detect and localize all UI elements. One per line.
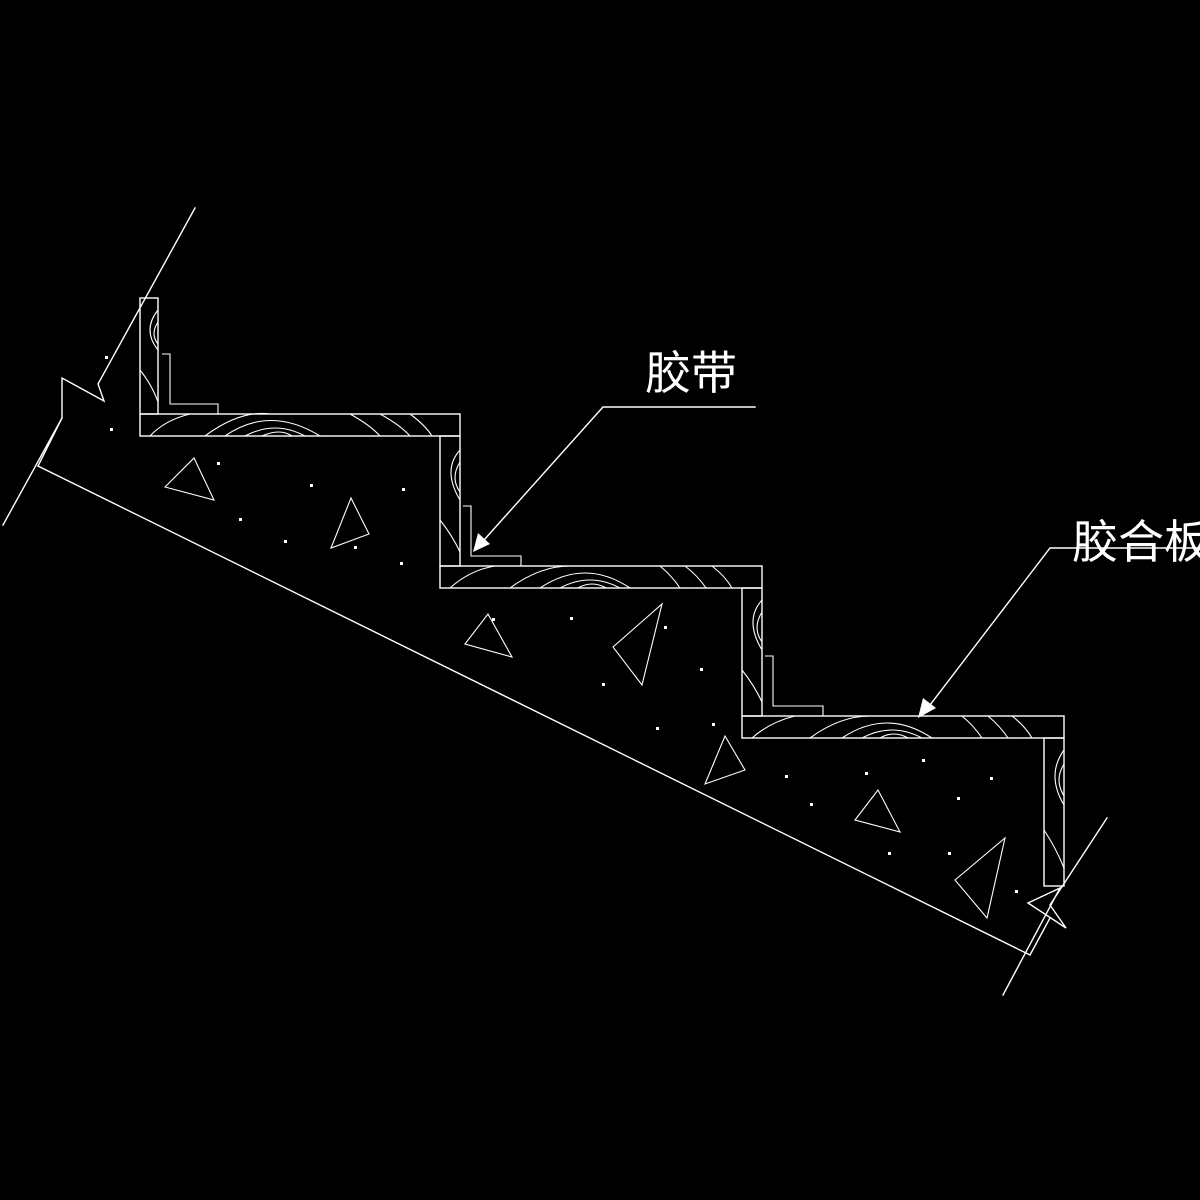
grain-arc — [450, 449, 461, 501]
grain-arc — [1043, 829, 1065, 869]
callout-plywood: 胶合板 — [918, 515, 1200, 718]
grain-arc — [861, 729, 923, 739]
aggregate-dot — [492, 618, 495, 621]
grain-arc — [153, 321, 159, 345]
grain-arc — [539, 572, 631, 589]
aggregate-dot — [957, 797, 960, 800]
left-break-line — [2, 207, 196, 526]
aggregate-dot — [922, 759, 925, 762]
aggregate-dot — [284, 540, 287, 543]
aggregate-mark — [464, 613, 514, 658]
tape-strips — [162, 353, 824, 716]
grain-arc — [841, 722, 933, 739]
tread-1 — [139, 413, 461, 437]
grain-arc — [139, 369, 159, 403]
aggregate-mark — [612, 602, 663, 687]
slab-soffit-line — [37, 465, 1031, 956]
aggregate-triangles — [163, 457, 1006, 920]
aggregate-mark — [954, 836, 1006, 920]
aggregate-dot — [948, 852, 951, 855]
label-plywood: 胶合板 — [1072, 515, 1200, 569]
arrowhead-tape — [473, 533, 490, 552]
grain-arc — [659, 565, 681, 589]
left-end-cut — [37, 417, 63, 467]
aggregate-dot — [110, 428, 113, 431]
grain-arc — [751, 715, 796, 739]
leader-line-tape — [483, 406, 756, 541]
grain-arc — [1011, 715, 1033, 739]
aggregate-dot — [712, 723, 715, 726]
aggregate-dots — [105, 356, 1018, 893]
aggregate-dot — [656, 727, 659, 730]
aggregate-dot — [664, 626, 667, 629]
grain-arc — [1058, 763, 1065, 797]
aggregate-dot — [217, 462, 220, 465]
aggregate-dot — [354, 546, 357, 549]
aggregate-dot — [570, 617, 573, 620]
grain-arc — [509, 565, 571, 589]
aggregate-dot — [888, 852, 891, 855]
leader-line-plywood — [929, 547, 1198, 706]
grain-arc — [741, 669, 763, 703]
grain-arc — [879, 733, 909, 739]
grain-arc — [204, 412, 271, 437]
aggregate-dot — [105, 356, 108, 359]
grain-arc — [149, 413, 191, 437]
aggregate-mark — [854, 788, 902, 833]
right-break-line — [1002, 817, 1108, 996]
concrete-slab — [2, 207, 1108, 996]
grain-arc — [559, 579, 621, 589]
grain-arc — [244, 427, 306, 437]
right-end-cut — [1029, 917, 1051, 956]
grain-arc — [349, 413, 381, 437]
tread-2 — [439, 565, 763, 589]
grain-arc — [987, 715, 1009, 739]
grain-arc — [454, 461, 461, 493]
grain-arc — [261, 431, 293, 437]
grain-arc — [224, 420, 321, 437]
tape-strip-1 — [162, 353, 219, 414]
grain-arc — [449, 565, 496, 589]
grain-arc — [439, 519, 461, 553]
wood-grain-hatch — [139, 309, 1065, 869]
aggregate-dot — [239, 518, 242, 521]
aggregate-mark — [330, 496, 370, 549]
arrowhead-plywood — [918, 698, 936, 718]
tape-strip-2 — [463, 505, 522, 566]
grain-arc — [379, 413, 411, 437]
aggregate-dot — [785, 775, 788, 778]
aggregate-dot — [990, 777, 993, 780]
tape-strip-3 — [765, 655, 824, 716]
grain-arc — [756, 611, 763, 643]
aggregate-dot — [700, 668, 703, 671]
end-riser — [1043, 737, 1065, 887]
grain-arc — [149, 309, 159, 351]
grain-arc — [752, 599, 763, 651]
tread-3 — [741, 715, 1065, 739]
grain-arc — [961, 715, 983, 739]
plywood-cladding — [139, 297, 1065, 887]
aggregate-dot — [1015, 890, 1018, 893]
callout-tape: 胶带 — [473, 346, 756, 552]
aggregate-mark — [163, 457, 216, 501]
grain-arc — [684, 565, 707, 589]
aggregate-dot — [865, 772, 868, 775]
grain-arc — [711, 565, 733, 589]
grain-arc — [577, 583, 607, 589]
aggregate-dot — [400, 562, 403, 565]
aggregate-dot — [810, 803, 813, 806]
aggregate-dot — [602, 683, 605, 686]
grain-arc — [1054, 749, 1065, 806]
aggregate-dot — [402, 488, 405, 491]
grain-arc — [809, 715, 871, 739]
riser-1 — [139, 297, 159, 415]
aggregate-mark — [704, 734, 746, 785]
aggregate-dot — [310, 484, 313, 487]
grain-arc — [409, 413, 433, 437]
label-tape: 胶带 — [645, 346, 737, 400]
